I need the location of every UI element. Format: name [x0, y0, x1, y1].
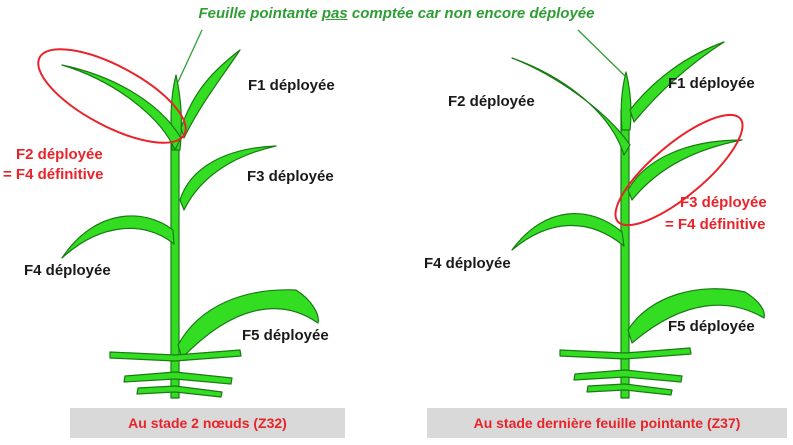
left-tillers	[109, 349, 242, 398]
right-label-f3-line1: F3 déployée	[680, 194, 767, 211]
note-after: comptée car non encore déployée	[347, 5, 595, 22]
left-leaf-f4	[61, 215, 175, 259]
right-leaf-f3	[627, 139, 743, 201]
note-pointer-left	[177, 29, 203, 83]
note-before: Feuille pointante	[198, 5, 322, 22]
left-label-f2-line1: F2 déployée	[16, 146, 103, 163]
right-caption: Au stade dernière feuille pointante (Z37…	[427, 408, 787, 438]
left-highlight-ellipse	[37, 48, 187, 144]
right-leaf-f5	[627, 288, 765, 344]
left-caption: Au stade 2 nœuds (Z32)	[70, 408, 345, 438]
right-plant	[511, 41, 765, 399]
left-leaf-f2	[61, 64, 182, 151]
right-label-f5: F5 déployée	[668, 318, 755, 335]
left-leaf-f3	[179, 145, 277, 211]
left-label-f2-line2: = F4 définitive	[3, 166, 104, 183]
right-label-f3-line2: = F4 définitive	[665, 216, 766, 233]
right-label-f4: F4 déployée	[424, 255, 511, 272]
right-leaf-f4	[511, 213, 625, 251]
left-plant	[61, 49, 319, 399]
note-underlined: pas	[321, 5, 348, 22]
left-label-f3: F3 déployée	[247, 168, 334, 185]
left-label-f1: F1 déployée	[248, 77, 335, 94]
right-tillers	[559, 347, 692, 396]
note-pointer-right	[577, 29, 626, 77]
right-highlight-ellipse	[614, 113, 744, 227]
right-leaf-f1	[629, 41, 725, 123]
flag-leaf-note: Feuille pointante pas comptée car non en…	[0, 5, 793, 22]
right-flag-leaf	[620, 71, 632, 131]
left-leaf-f1	[180, 49, 241, 139]
right-label-f1: F1 déployée	[668, 75, 755, 92]
right-label-f2: F2 déployée	[448, 93, 535, 110]
right-leaf-f2	[511, 57, 631, 156]
left-label-f5: F5 déployée	[242, 327, 329, 344]
left-label-f4: F4 déployée	[24, 262, 111, 279]
left-leaf-f5	[177, 289, 319, 359]
